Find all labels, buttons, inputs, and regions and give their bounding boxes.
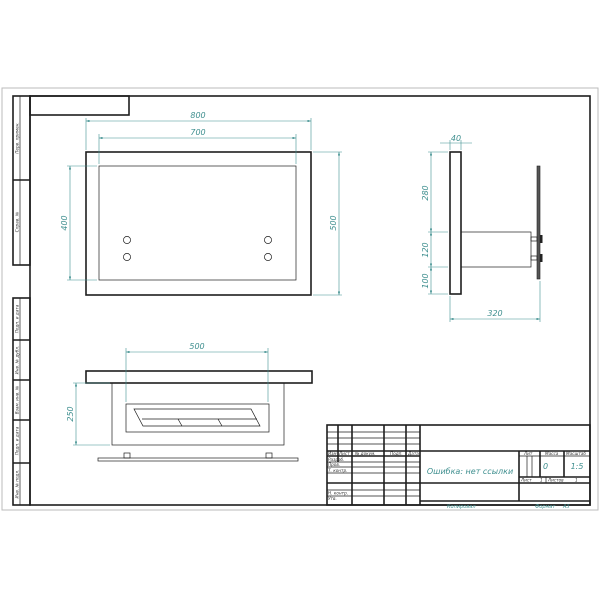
strip-label: Подп. и дата — [15, 426, 20, 455]
header-izm: Изм — [328, 451, 337, 456]
header-sign: Подп. — [390, 451, 403, 456]
dim-320: 320 — [487, 309, 502, 318]
format-label: Формат — [535, 504, 556, 510]
dim-120: 120 — [421, 242, 430, 257]
left-strip: Перв. примен. Справ. № Подп. и дата Инв.… — [12, 95, 31, 506]
role-checker: Пров. — [328, 462, 340, 467]
side-view: 40 280 120 100 320 — [421, 134, 543, 322]
strip-label: Взам. инв. № — [15, 385, 20, 414]
sheet-label: Лист — [520, 478, 532, 483]
scale-label: Масштаб — [566, 451, 586, 456]
header-doc: № докум. — [354, 451, 376, 456]
dim-280: 280 — [421, 185, 430, 200]
strip-label: Перв. примен. — [15, 122, 20, 153]
front-view: 800 700 400 500 — [60, 111, 342, 296]
role-developer: Разраб. — [328, 457, 344, 462]
scale-value: 1:5 — [571, 462, 584, 471]
dim-800: 800 — [190, 111, 205, 120]
sheet-border — [1, 87, 599, 511]
dim-700: 700 — [190, 128, 205, 137]
role-tech-control: Т. контр. — [328, 468, 347, 473]
sheets-value: 1 — [575, 478, 578, 483]
strip-label: Инв. № подл. — [15, 470, 20, 499]
copied-label: Копировал — [447, 504, 476, 510]
title-block: Изм Лист № докум. Подп. Дата Разраб. Про… — [326, 424, 591, 506]
header-list: Лист — [338, 451, 350, 456]
dim-250: 250 — [66, 406, 75, 421]
drawing-title: Ошибка: нет ссылки — [427, 467, 513, 476]
sheet-value: 1 — [540, 478, 543, 483]
strip-label: Справ. № — [15, 211, 20, 232]
dim-400: 400 — [60, 215, 69, 230]
dim-500-top: 500 — [189, 342, 204, 351]
dim-100: 100 — [421, 273, 430, 288]
top-view: 500 250 — [66, 342, 313, 462]
sheets-label: Листов — [547, 478, 564, 483]
role-approved: Утв. — [328, 496, 337, 501]
mass-label: Масса — [545, 451, 559, 456]
strip-label: Подп. и дата — [15, 304, 20, 333]
lit-label: Лит — [523, 451, 533, 456]
format-value: A3 — [562, 504, 570, 510]
mass-value: 0 — [543, 462, 548, 471]
role-norm-control: Н. контр. — [328, 491, 348, 496]
dim-500: 500 — [329, 215, 338, 230]
dim-40: 40 — [451, 134, 461, 143]
strip-label: Инв. № дубл. — [15, 346, 20, 375]
header-date: Дата — [407, 451, 419, 456]
